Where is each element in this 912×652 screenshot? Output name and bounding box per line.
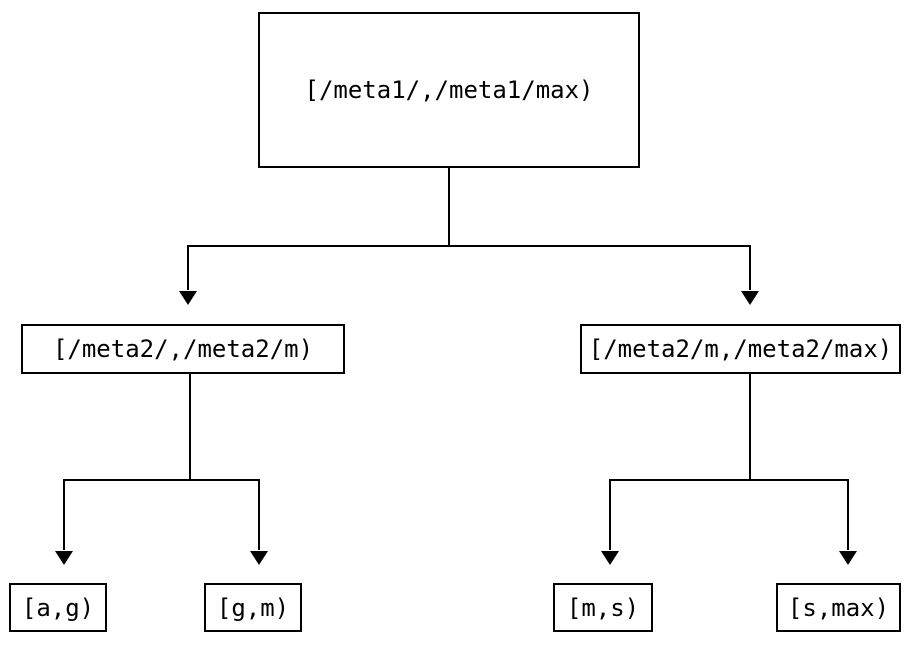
tree-node-mid-left[interactable]: [/meta2/,/meta2/m) <box>21 324 345 374</box>
arrowhead-icon-to-leaf-g-m <box>250 551 268 565</box>
tree-node-leaf-s-max-label: [s,max) <box>787 593 890 622</box>
arrowhead-icon-to-mid-right <box>741 291 759 305</box>
tree-node-leaf-a-g-label: [a,g) <box>21 593 95 622</box>
tree-node-root[interactable]: [/meta1/,/meta1/max) <box>258 12 640 168</box>
tree-node-leaf-a-g[interactable]: [a,g) <box>9 583 107 632</box>
tree-node-mid-right[interactable]: [/meta2/m,/meta2/max) <box>580 324 901 374</box>
tree-node-mid-left-label: [/meta2/,/meta2/m) <box>52 335 314 363</box>
tree-node-root-label: [/meta1/,/meta1/max) <box>304 76 594 104</box>
tree-node-leaf-m-s[interactable]: [m,s) <box>553 583 653 632</box>
tree-node-leaf-g-m[interactable]: [g,m) <box>204 583 302 632</box>
arrowhead-icon-to-leaf-m-s <box>601 551 619 565</box>
arrowhead-icon-to-leaf-a-g <box>55 551 73 565</box>
tree-node-mid-right-label: [/meta2/m,/meta2/max) <box>588 335 893 363</box>
arrowhead-icon-to-mid-left <box>179 291 197 305</box>
edge-midright-to-leaves <box>601 374 857 565</box>
tree-node-leaf-s-max[interactable]: [s,max) <box>776 583 901 632</box>
tree-node-leaf-m-s-label: [m,s) <box>566 593 640 622</box>
edge-root-to-midlevel <box>179 168 759 305</box>
arrowhead-icon-to-leaf-s-max <box>839 551 857 565</box>
tree-node-leaf-g-m-label: [g,m) <box>216 593 290 622</box>
edge-midleft-to-leaves <box>55 374 268 565</box>
